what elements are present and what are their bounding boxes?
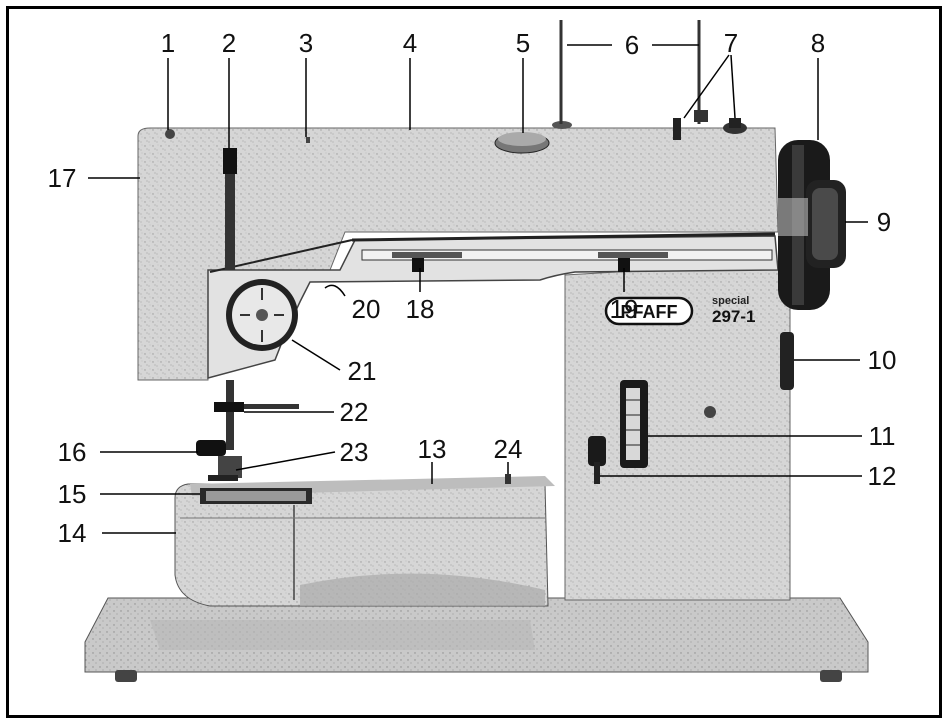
reverse-lever xyxy=(588,436,606,484)
side-knob xyxy=(780,332,794,390)
model-label: special xyxy=(712,295,749,307)
callout-18: 18 xyxy=(406,294,435,324)
callout-16: 16 xyxy=(58,437,87,467)
callout-14: 14 xyxy=(58,518,87,548)
callout-17: 17 xyxy=(48,163,77,193)
callout-1: 1 xyxy=(161,28,175,58)
stitch-length-dial xyxy=(620,380,648,468)
leader-lines xyxy=(88,44,868,534)
callout-24: 24 xyxy=(494,434,523,464)
stitch-slider-window xyxy=(361,249,773,272)
callout-10: 10 xyxy=(868,345,897,375)
callout-15: 15 xyxy=(58,479,87,509)
screw xyxy=(704,406,716,418)
callout-numbers: 1 2 3 4 5 6 7 8 9 10 11 12 13 14 15 16 1… xyxy=(48,28,897,548)
callout-12: 12 xyxy=(868,461,897,491)
callout-20: 20 xyxy=(352,294,381,324)
top-controls xyxy=(165,20,747,154)
needle-assembly xyxy=(196,148,299,481)
callout-13: 13 xyxy=(418,434,447,464)
base-plate xyxy=(84,597,869,682)
callout-3: 3 xyxy=(299,28,313,58)
callout-6: 6 xyxy=(625,30,639,60)
callout-23: 23 xyxy=(340,437,369,467)
free-arm xyxy=(174,474,555,607)
callout-21: 21 xyxy=(348,356,377,386)
tension-dial xyxy=(226,279,298,351)
hand-wheel xyxy=(778,140,846,310)
callout-5: 5 xyxy=(516,28,530,58)
callout-7: 7 xyxy=(724,28,738,58)
callout-11: 11 xyxy=(869,421,896,451)
callout-22: 22 xyxy=(340,397,369,427)
callout-2: 2 xyxy=(222,28,236,58)
brand-plate: PFAFF special 297-1 xyxy=(604,295,755,326)
brand-logo: PFAFF xyxy=(621,302,678,322)
callout-19: 19 xyxy=(610,294,639,324)
callout-4: 4 xyxy=(403,28,417,58)
callout-9: 9 xyxy=(877,207,891,237)
model-number: 297-1 xyxy=(712,307,755,326)
callout-8: 8 xyxy=(811,28,825,58)
